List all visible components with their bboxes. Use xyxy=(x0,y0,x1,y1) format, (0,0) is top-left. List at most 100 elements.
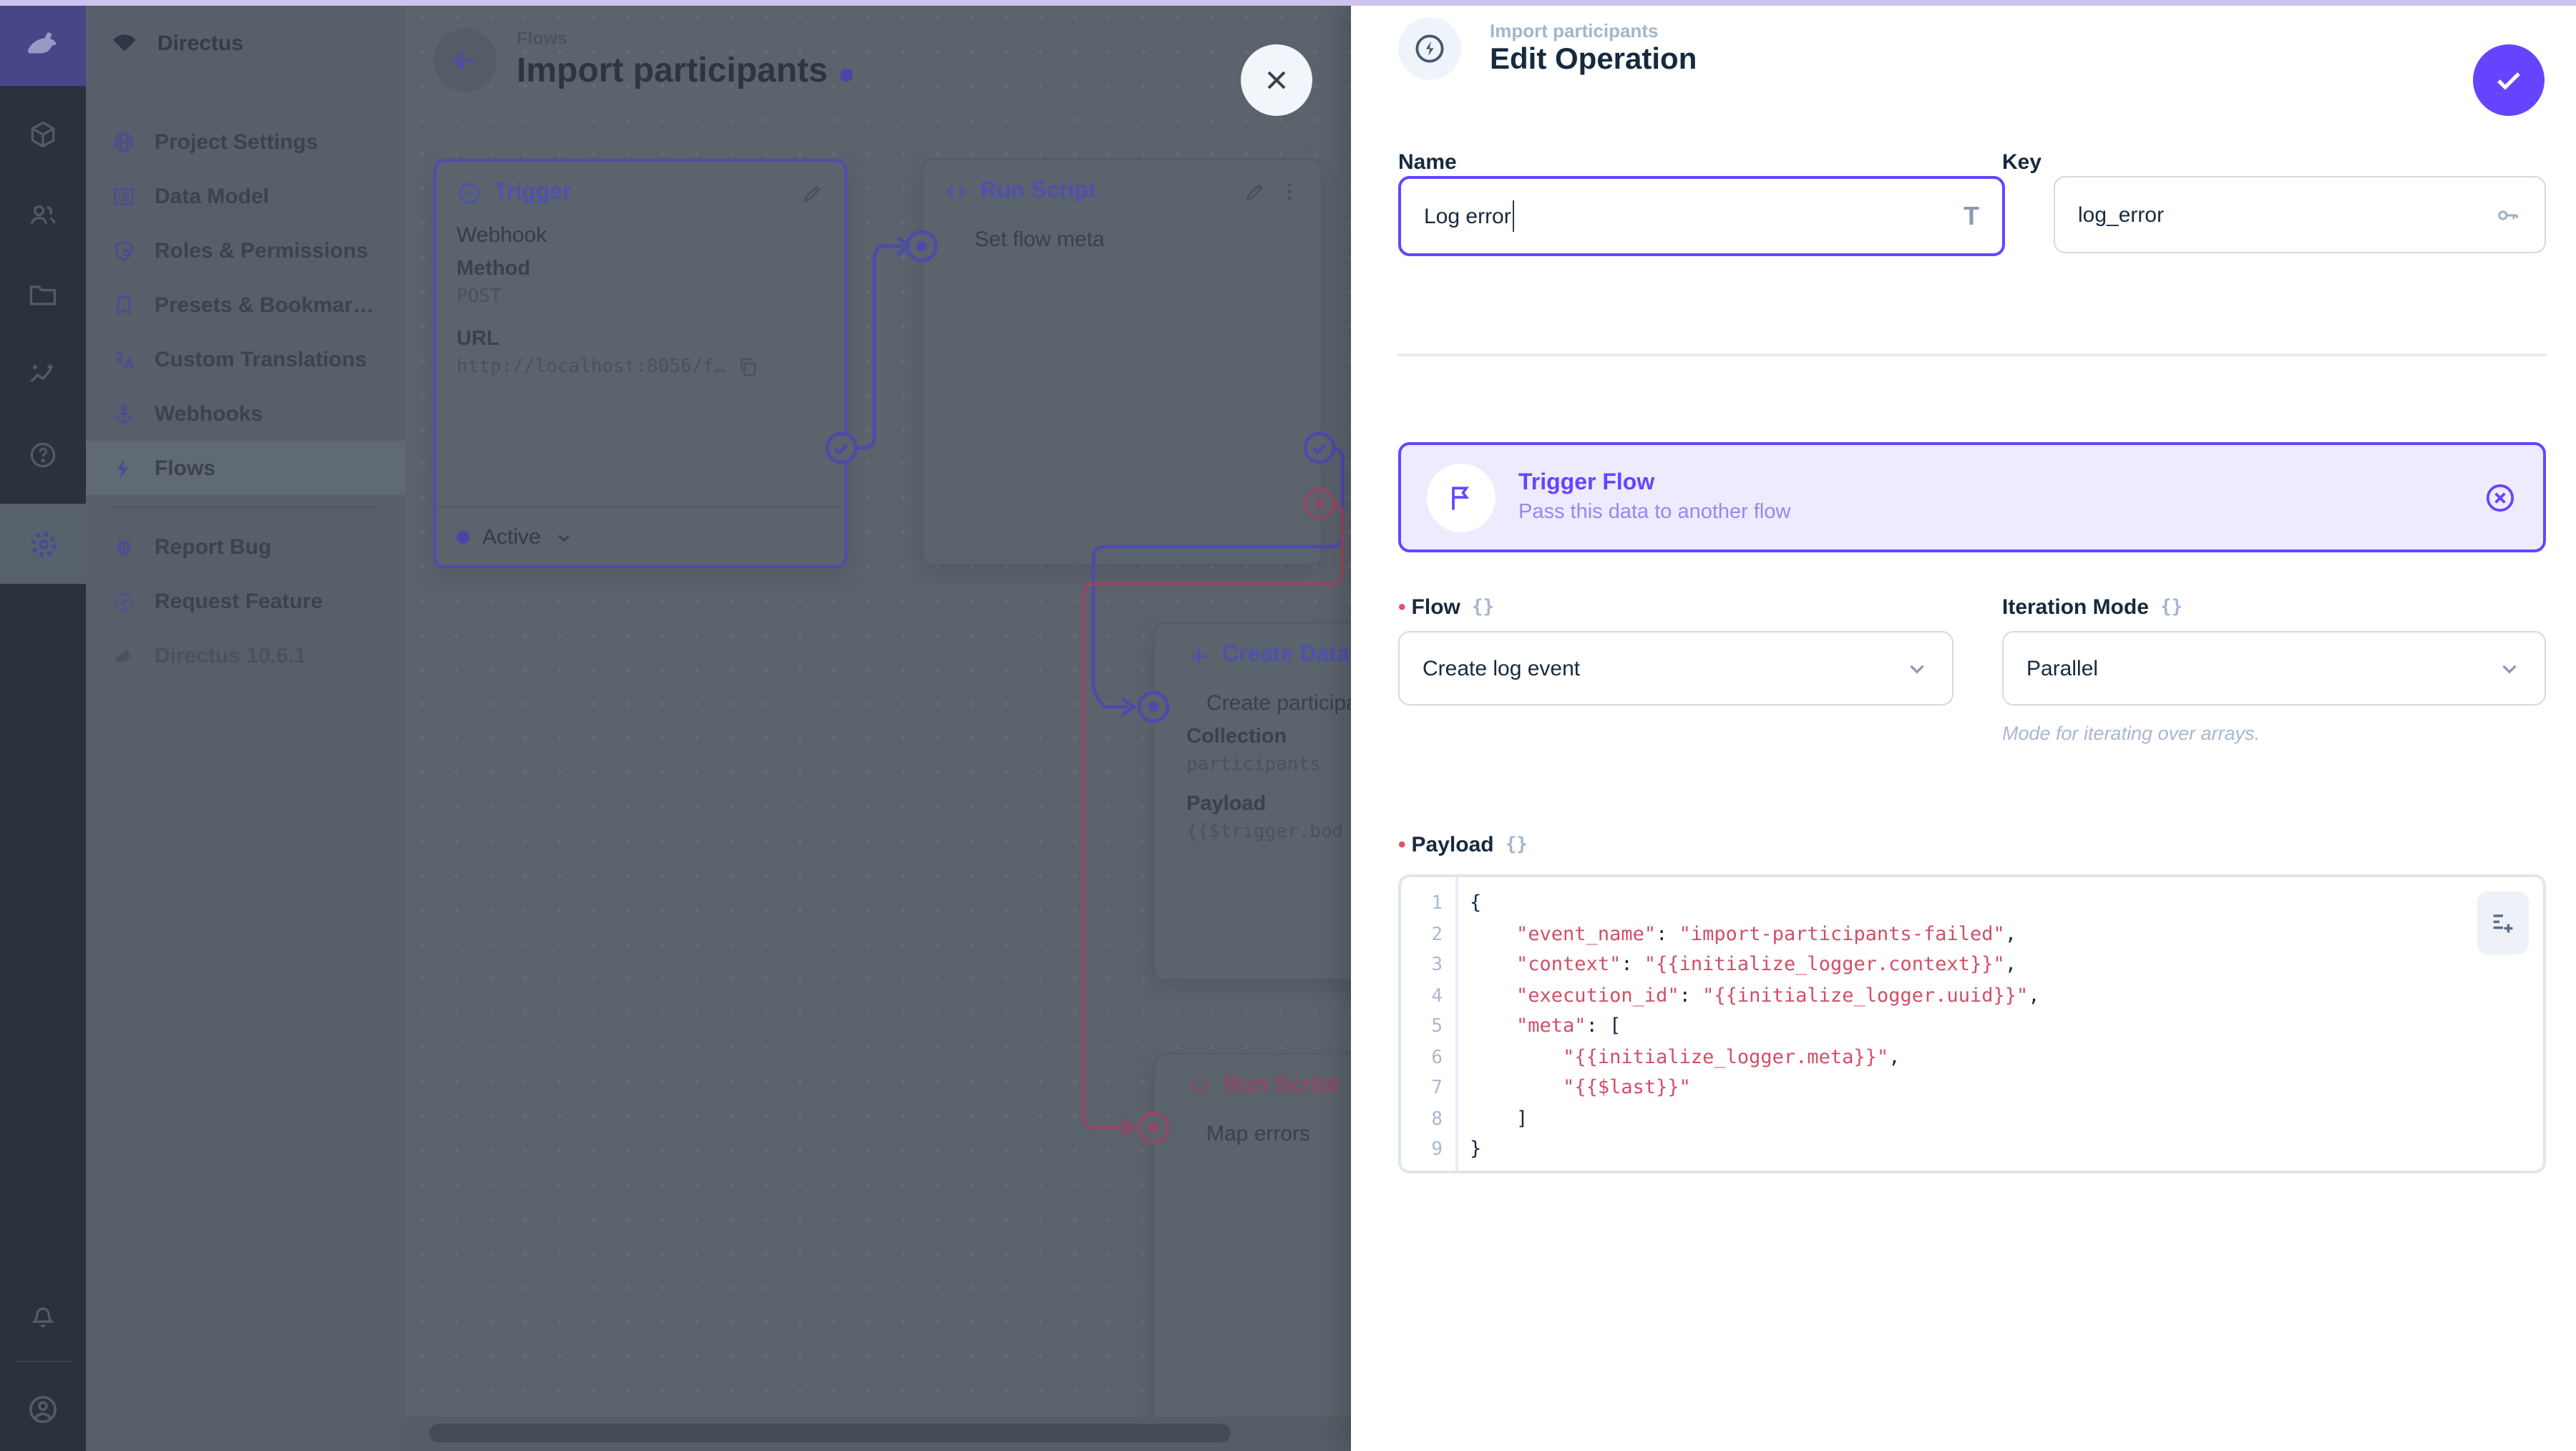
module-users[interactable] xyxy=(0,175,86,255)
sidebar-item-label: Request Feature xyxy=(155,589,323,613)
module-bar-divider xyxy=(14,1361,72,1362)
sidebar-item-label: Webhooks xyxy=(155,401,263,426)
code-line: "meta": [ xyxy=(1516,1015,1621,1037)
status-label: Active xyxy=(482,525,541,549)
panel-title: Create Data xyxy=(1222,643,1350,667)
module-insights[interactable] xyxy=(0,335,86,415)
deselect-icon[interactable] xyxy=(2483,480,2517,514)
flow-status-toggle[interactable]: Active xyxy=(457,525,574,549)
module-content[interactable] xyxy=(0,94,86,175)
code-line: "{{$last}}" xyxy=(1563,1076,1691,1099)
active-dot xyxy=(457,531,469,544)
raw-value-icon[interactable]: {} xyxy=(1505,834,1528,856)
plus-icon xyxy=(1190,647,1207,664)
run-script-panel[interactable]: Run Script Set flow meta xyxy=(922,159,1322,565)
sidebar-item-roles-permissions[interactable]: Roles & Permissions xyxy=(86,223,405,278)
sidebar-item-label: Custom Translations xyxy=(155,347,367,371)
raw-value-icon[interactable]: {} xyxy=(1471,597,1495,618)
operation-name: Set flow meta xyxy=(975,228,1105,252)
code-content[interactable]: { "event_name": "import-participants-fai… xyxy=(1458,877,2543,1171)
list-icon xyxy=(114,187,134,205)
sidebar-item-request-feature[interactable]: Request Feature xyxy=(86,574,405,628)
horizontal-scrollbar[interactable] xyxy=(405,1417,1351,1451)
scrollbar-thumb[interactable] xyxy=(429,1424,1231,1442)
account-button[interactable] xyxy=(0,1368,86,1451)
user-circle-icon xyxy=(29,1395,57,1424)
line-number: 5 xyxy=(1431,1016,1443,1037)
sidebar-item-flows[interactable]: Flows xyxy=(86,441,405,495)
nav-divider xyxy=(112,507,379,508)
module-files[interactable] xyxy=(0,255,86,335)
copy-icon[interactable] xyxy=(737,356,758,378)
gear-icon xyxy=(30,531,56,557)
sidebar-item-webhooks[interactable]: Webhooks xyxy=(86,386,405,441)
unsaved-indicator-dot xyxy=(840,68,854,81)
url-label: URL xyxy=(457,328,499,351)
folder-icon xyxy=(29,285,57,306)
operation-type-subtitle: Pass this data to another flow xyxy=(1518,501,1791,524)
raw-value-icon[interactable]: {} xyxy=(2160,597,2183,618)
save-button[interactable] xyxy=(2473,44,2545,116)
directus-logo-tile[interactable] xyxy=(0,0,86,86)
insights-icon xyxy=(30,364,53,383)
sidebar-item-report-bug[interactable]: Report Bug xyxy=(86,519,405,574)
code-line: "execution_id": "{{initialize_logger.uui… xyxy=(1516,984,2040,1007)
panel-divider xyxy=(436,507,844,508)
sidebar-item-project-settings[interactable]: Project Settings xyxy=(86,114,405,169)
title-case-icon[interactable]: T xyxy=(1963,201,1979,230)
name-input[interactable]: Log error T xyxy=(1398,176,2005,256)
sidebar-item-label: Flows xyxy=(155,456,216,480)
iteration-mode-select[interactable]: Parallel xyxy=(2002,631,2546,705)
payload-label: • Payload {} xyxy=(1398,833,1528,857)
project-header[interactable]: Directus xyxy=(86,0,405,86)
globe-icon xyxy=(114,132,134,152)
operation-icon-badge xyxy=(1398,17,1461,80)
arrow-left-icon xyxy=(453,50,474,70)
code-line: ] xyxy=(1470,1107,1528,1130)
operation-name: Create participan xyxy=(1206,691,1370,715)
notifications-button[interactable] xyxy=(0,1275,86,1355)
sidebar-item-data-model[interactable]: Data Model xyxy=(86,169,405,223)
drawer-breadcrumb[interactable]: Import participants xyxy=(1490,20,1659,41)
panel-title: Trigger xyxy=(494,180,572,205)
iteration-mode-note: Mode for iterating over arrays. xyxy=(2002,723,2260,744)
format-json-button[interactable] xyxy=(2477,891,2529,954)
operation-type-card[interactable]: Trigger Flow Pass this data to another f… xyxy=(1398,442,2546,552)
sidebar-item-label: Presets & Bookmar… xyxy=(155,293,374,317)
close-drawer-button[interactable] xyxy=(1241,44,1312,116)
key-icon xyxy=(2498,210,2519,220)
top-accent-strip xyxy=(0,0,2576,6)
pencil-icon[interactable] xyxy=(801,182,824,205)
help-icon xyxy=(30,442,56,468)
module-bar xyxy=(0,0,86,1451)
bolt-icon xyxy=(117,457,129,479)
module-settings[interactable] xyxy=(0,504,86,584)
project-name: Directus xyxy=(157,31,244,55)
flow-canvas[interactable]: Flows Import participants Trigger xyxy=(405,0,1443,1451)
flow-value: Create log event xyxy=(1423,656,1581,680)
drawer-title: Edit Operation xyxy=(1490,43,1697,76)
sidebar-item-custom-translations[interactable]: Custom Translations xyxy=(86,332,405,386)
pencil-icon[interactable] xyxy=(1244,180,1267,203)
edit-operation-drawer: Import participants Edit Operation Name … xyxy=(1351,0,2576,1451)
text-caret xyxy=(1512,200,1515,232)
trigger-panel[interactable]: Trigger Webhook Method POST URL http://l… xyxy=(434,159,847,568)
code-line: { xyxy=(1470,891,1482,914)
flow-select[interactable]: Create log event xyxy=(1398,631,1953,705)
section-divider xyxy=(1398,353,2546,356)
sidebar-item-presets-bookmarks[interactable]: Presets & Bookmar… xyxy=(86,278,405,332)
kebab-menu-icon[interactable] xyxy=(1278,180,1301,203)
sidebar-item-label: Roles & Permissions xyxy=(155,238,369,263)
operation-input: Set flow meta xyxy=(939,228,1321,252)
module-docs[interactable] xyxy=(0,415,86,495)
settings-nav-sidebar: Directus Project Settings Data Model Rol… xyxy=(86,0,405,1451)
breadcrumb[interactable]: Flows xyxy=(517,29,567,49)
project-logo-icon xyxy=(113,34,136,52)
page-title: Import participants xyxy=(517,52,854,92)
back-button[interactable] xyxy=(434,29,497,92)
line-number: 6 xyxy=(1431,1047,1443,1068)
key-input[interactable]: log_error xyxy=(2054,176,2546,253)
